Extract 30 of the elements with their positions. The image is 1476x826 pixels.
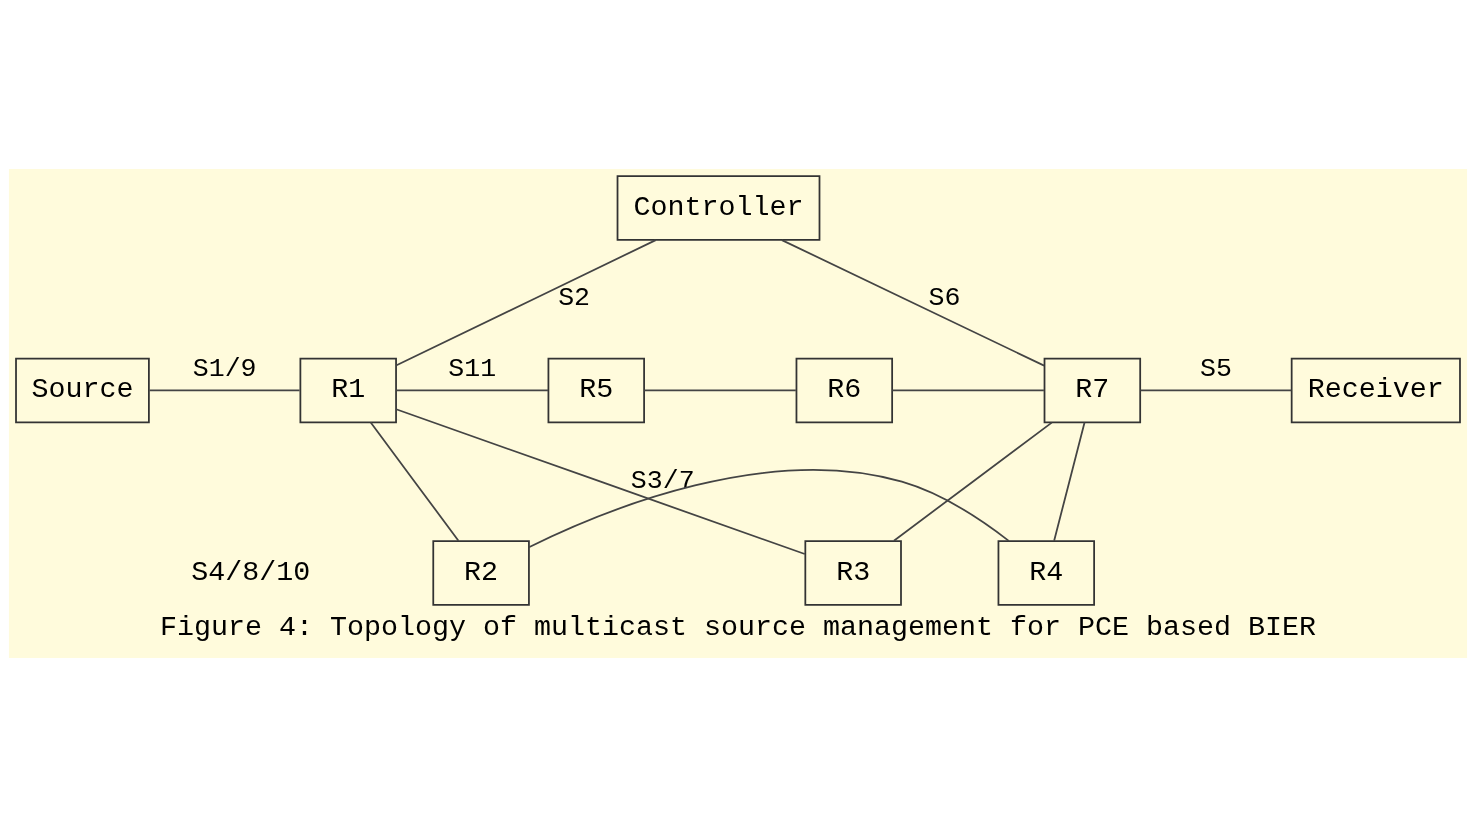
node-box: R7 <box>1043 357 1142 423</box>
connector <box>1139 389 1293 391</box>
node-box: R2 <box>432 539 530 606</box>
connector <box>643 389 797 391</box>
label: S4/8/10 <box>191 555 311 589</box>
connector <box>148 389 301 391</box>
node-box: R5 <box>547 357 645 423</box>
node-box: Source <box>15 357 150 423</box>
connector <box>369 421 460 542</box>
connector <box>891 389 1045 391</box>
edge-label: S1/9 <box>192 353 257 384</box>
connector <box>395 238 657 366</box>
edge-label: S5 <box>1199 353 1232 384</box>
connector <box>1053 421 1086 542</box>
edge-label: S11 <box>448 353 497 384</box>
node-box: R4 <box>997 539 1095 606</box>
node-box: Controller <box>616 174 821 241</box>
edge-label: S3/7 <box>630 465 695 496</box>
edge-label: S6 <box>928 282 961 313</box>
connector <box>528 468 1010 548</box>
node-box: R6 <box>795 357 894 423</box>
connector <box>781 238 1045 366</box>
connector <box>395 407 806 555</box>
connector <box>893 421 1053 542</box>
caption: Figure 4: Topology of multicast source management for PCE based BIER <box>160 610 1316 644</box>
node-box: R3 <box>804 539 902 606</box>
node-box: Receiver <box>1290 357 1461 423</box>
edge-label: S2 <box>558 282 591 313</box>
node-box: R1 <box>299 357 397 423</box>
connector <box>395 389 549 391</box>
